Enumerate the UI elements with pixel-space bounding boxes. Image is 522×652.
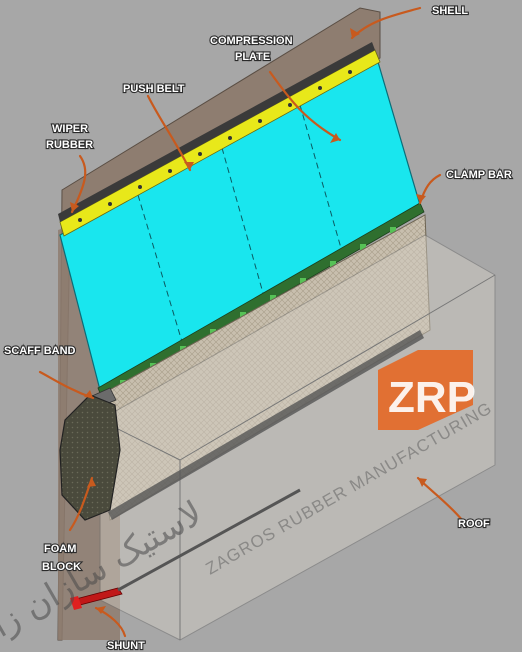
bottom-rail — [108, 330, 424, 520]
label-compression-plate-line1: COMPRESSION — [210, 35, 293, 47]
label-scaff-band: SCAFF BAND — [4, 345, 76, 357]
roof-edge — [179, 274, 496, 461]
label-roof: ROOF — [458, 518, 490, 530]
wiper-rubber — [58, 42, 375, 222]
label-wiper-rubber-line1: WIPER — [52, 123, 88, 135]
foam-block — [59, 394, 121, 521]
watermark-logo: ZRP — [378, 350, 476, 430]
label-shell: SHELL — [432, 5, 468, 17]
label-compression-plate-line2: PLATE — [235, 51, 270, 63]
push-belt-arrow — [146, 94, 192, 172]
compression-plate-arrow — [268, 70, 342, 142]
plate-joint — [221, 147, 266, 301]
logo-letters: ZRP — [388, 373, 476, 422]
arrow-heads — [70, 28, 427, 614]
label-shunt: SHUNT — [107, 640, 145, 652]
plate-joint — [299, 104, 344, 256]
label-clamp-bar: CLAMP BAR — [446, 169, 512, 181]
label-foam-block-line1: FOAM — [44, 543, 76, 555]
label-push-belt: PUSH BELT — [123, 83, 185, 95]
push-belt-bolts — [78, 70, 352, 222]
plate-joint — [137, 194, 184, 346]
shunt-rail — [117, 488, 301, 592]
label-wiper-rubber-line2: RUBBER — [46, 139, 93, 151]
label-foam-block-line2: BLOCK — [42, 561, 81, 573]
shunt — [70, 587, 123, 610]
